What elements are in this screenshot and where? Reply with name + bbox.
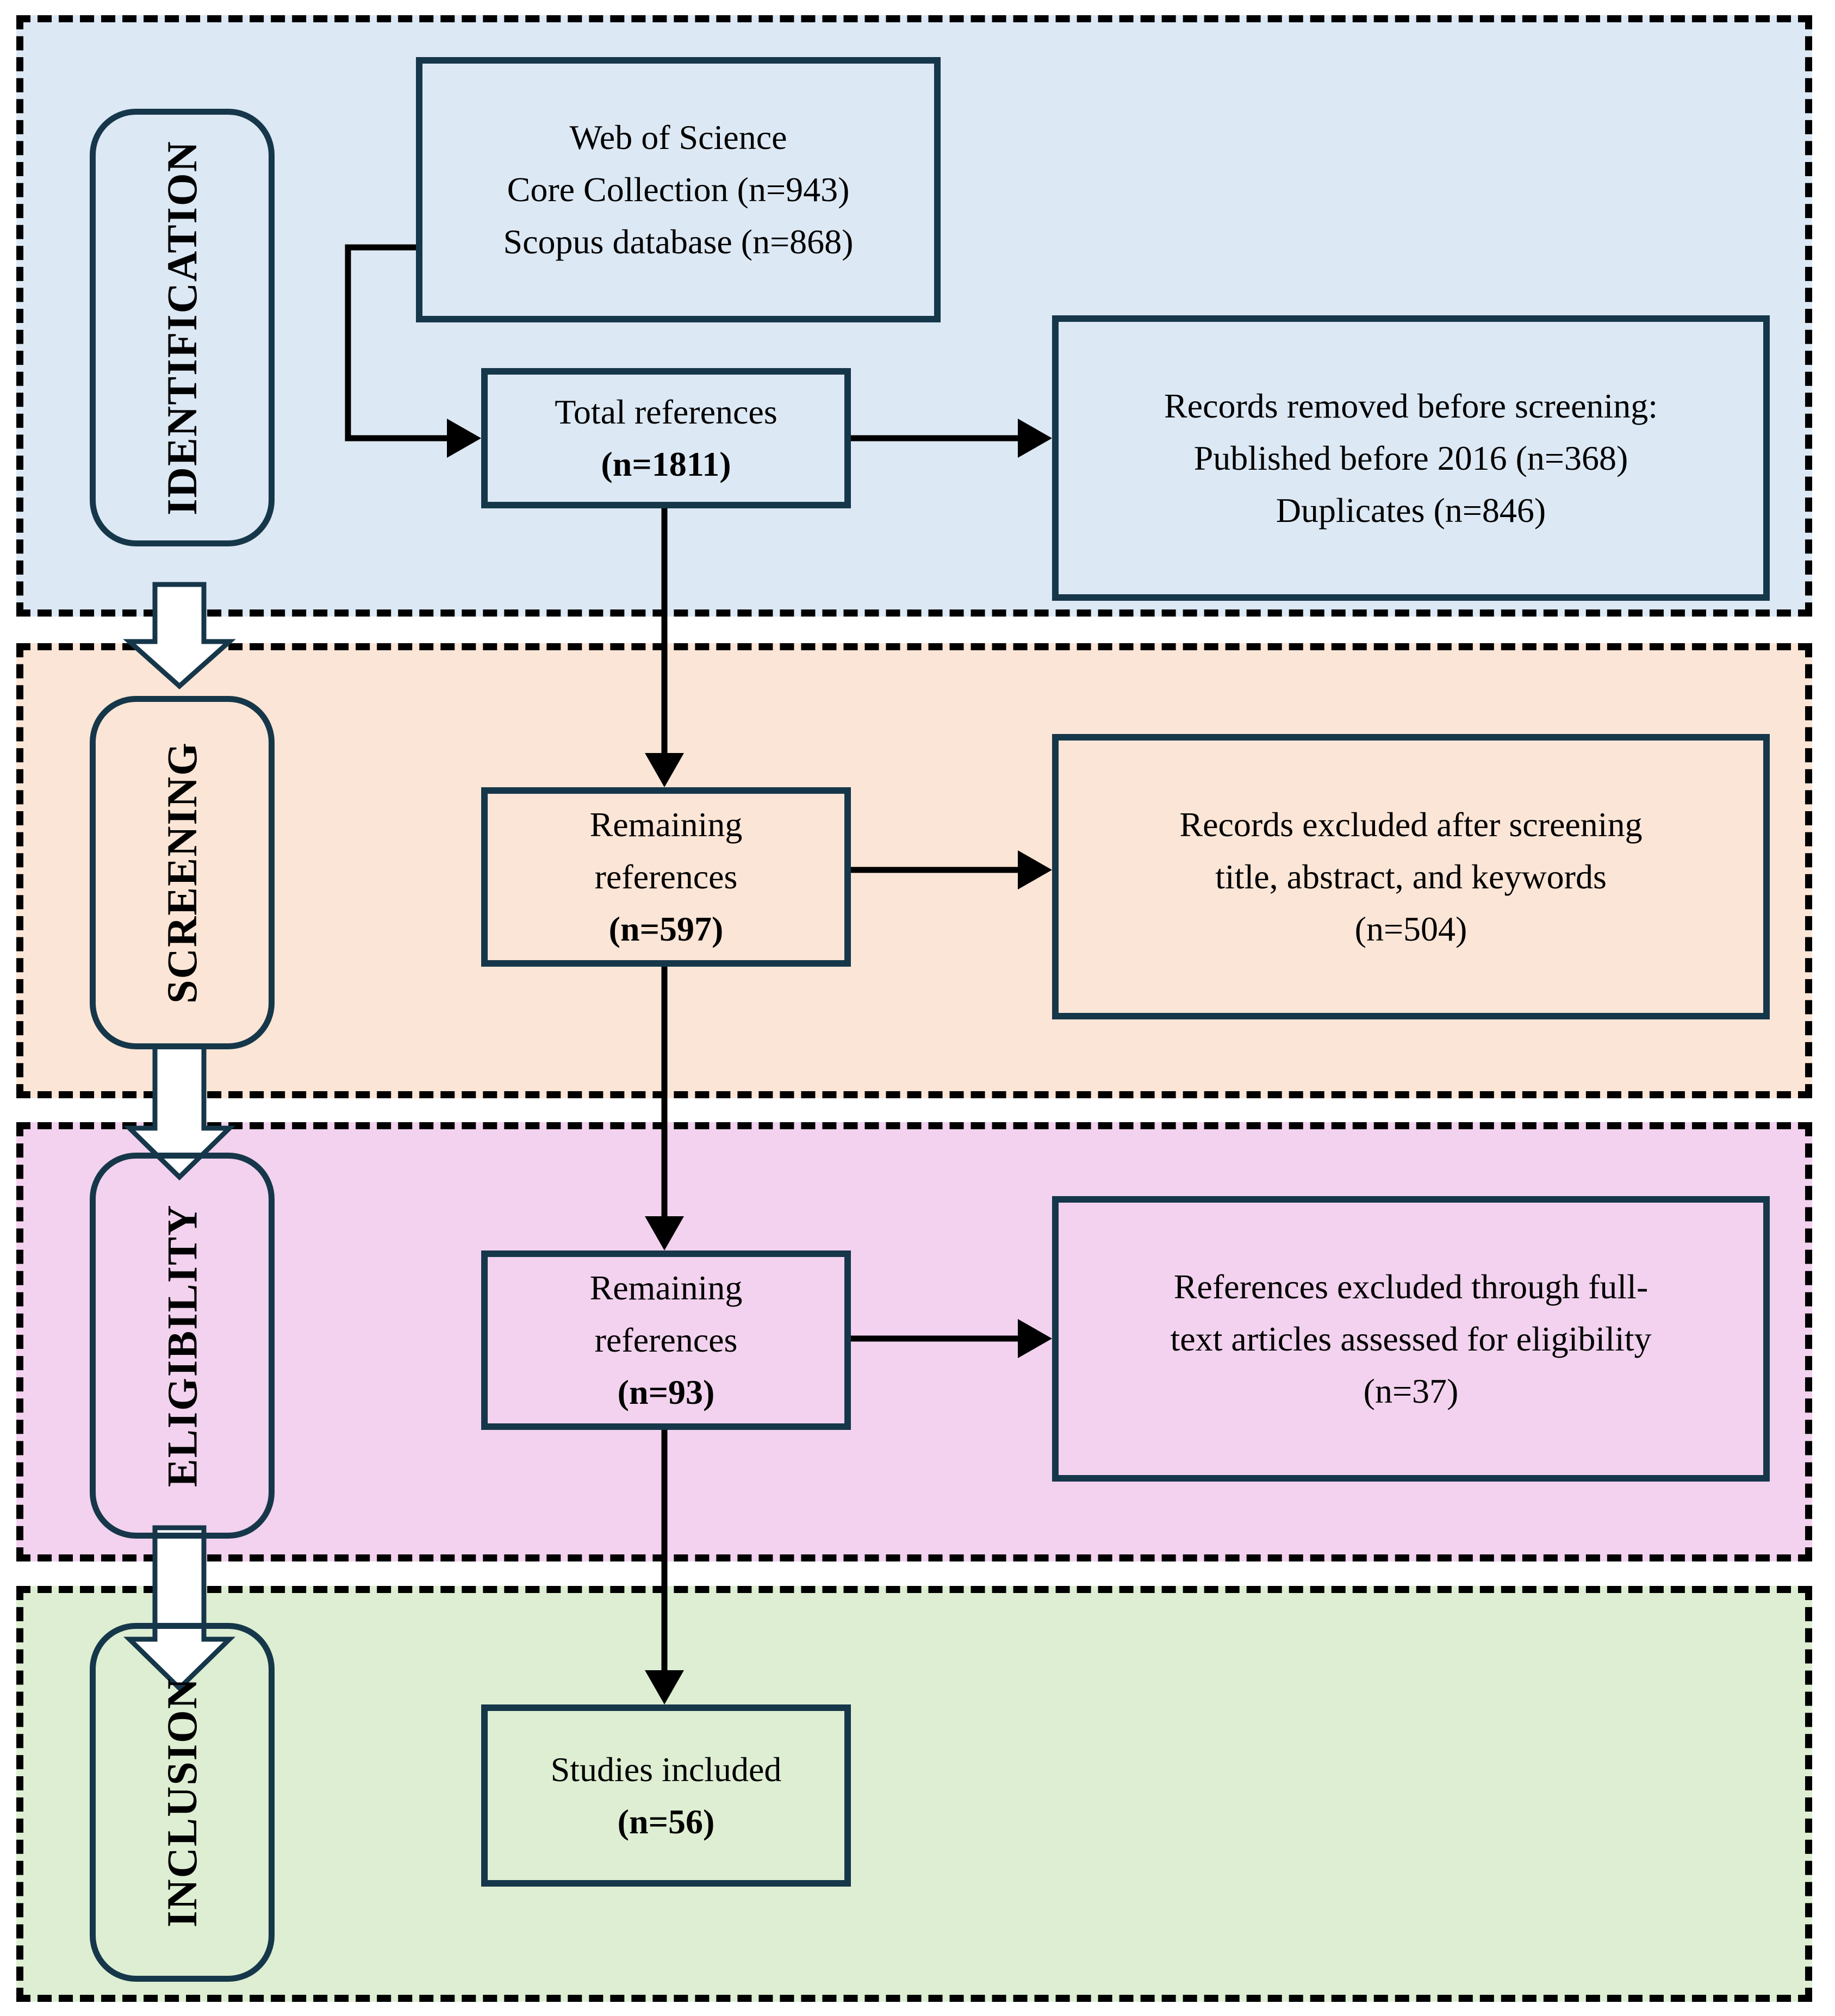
eligibility-band (16, 1122, 1812, 1561)
box-records-excluded-screening: Records excluded after screening title, … (1052, 734, 1770, 1019)
stage-label-identification: IDENTIFICATION (90, 109, 275, 546)
box-studies-included: Studies included (n=56) (481, 1704, 851, 1887)
box-studies-included-count: (n=56) (617, 1802, 715, 1841)
box-records-removed: Records removed before screening: Publis… (1052, 315, 1770, 601)
box-remaining-references-screening: Remaining references (n=597) (481, 787, 851, 967)
arrowhead-into-remaining-screening (645, 753, 684, 787)
box-remaining-eligibility-count: (n=93) (617, 1373, 715, 1411)
block-arrow-identification-to-screening (123, 582, 236, 690)
box-database-sources: Web of Science Core Collection (n=943) S… (416, 57, 941, 322)
box-database-sources-line3: Scopus database (n=868) (503, 222, 854, 261)
box-excluded-fulltext-line2: text articles assessed for eligibility (1170, 1319, 1652, 1358)
stage-label-eligibility: ELIGIBILITY (90, 1153, 275, 1539)
arrowhead-into-remaining-eligibility (645, 1216, 684, 1250)
block-arrow-eligibility-to-inclusion (123, 1525, 236, 1692)
box-excluded-fulltext-line3: (n=37) (1363, 1371, 1459, 1410)
stage-label-screening: SCREENING (90, 696, 275, 1049)
box-remaining-references-eligibility: Remaining references (n=93) (481, 1250, 851, 1430)
inclusion-band (16, 1586, 1812, 2002)
box-records-excluded-line2: title, abstract, and keywords (1215, 857, 1607, 896)
arrowhead-into-excluded-screening (1018, 850, 1052, 889)
arrowhead-into-removed (1018, 419, 1052, 458)
box-remaining-screening-line1: Remaining (589, 805, 743, 844)
box-database-sources-line1: Web of Science (569, 118, 787, 157)
box-excluded-fulltext-line1: References excluded through full- (1173, 1267, 1649, 1306)
stage-label-identification-text: IDENTIFICATION (158, 140, 206, 515)
box-records-removed-line3: Duplicates (n=846) (1276, 490, 1546, 530)
box-records-removed-line1: Records removed before screening: (1164, 386, 1658, 425)
box-records-removed-line2: Published before 2016 (n=368) (1193, 438, 1628, 477)
box-references-excluded-fulltext: References excluded through full- text a… (1052, 1196, 1770, 1482)
box-records-excluded-line1: Records excluded after screening (1179, 805, 1643, 844)
arrowhead-into-included (645, 1670, 684, 1704)
stage-label-eligibility-text: ELIGIBILITY (158, 1204, 206, 1488)
arrowhead-into-total (447, 419, 481, 458)
box-records-excluded-line3: (n=504) (1354, 909, 1467, 948)
box-total-references-count: (n=1811) (601, 445, 731, 483)
elbow-connector-sources-to-total (345, 244, 456, 441)
box-total-references-label: Total references (555, 393, 777, 431)
box-total-references: Total references (n=1811) (481, 368, 851, 508)
stage-label-inclusion-text: INCLUSION (158, 1677, 206, 1928)
box-database-sources-line2: Core Collection (n=943) (507, 170, 850, 209)
stage-label-inclusion: INCLUSION (90, 1623, 275, 1982)
box-remaining-eligibility-line1: Remaining (589, 1268, 743, 1307)
box-remaining-screening-count: (n=597) (608, 910, 724, 948)
box-studies-included-label: Studies included (550, 1750, 782, 1789)
stage-label-screening-text: SCREENING (158, 742, 206, 1004)
arrowhead-into-excluded-fulltext (1018, 1319, 1052, 1358)
box-remaining-screening-line2: references (594, 857, 738, 896)
box-remaining-eligibility-line2: references (594, 1321, 738, 1359)
